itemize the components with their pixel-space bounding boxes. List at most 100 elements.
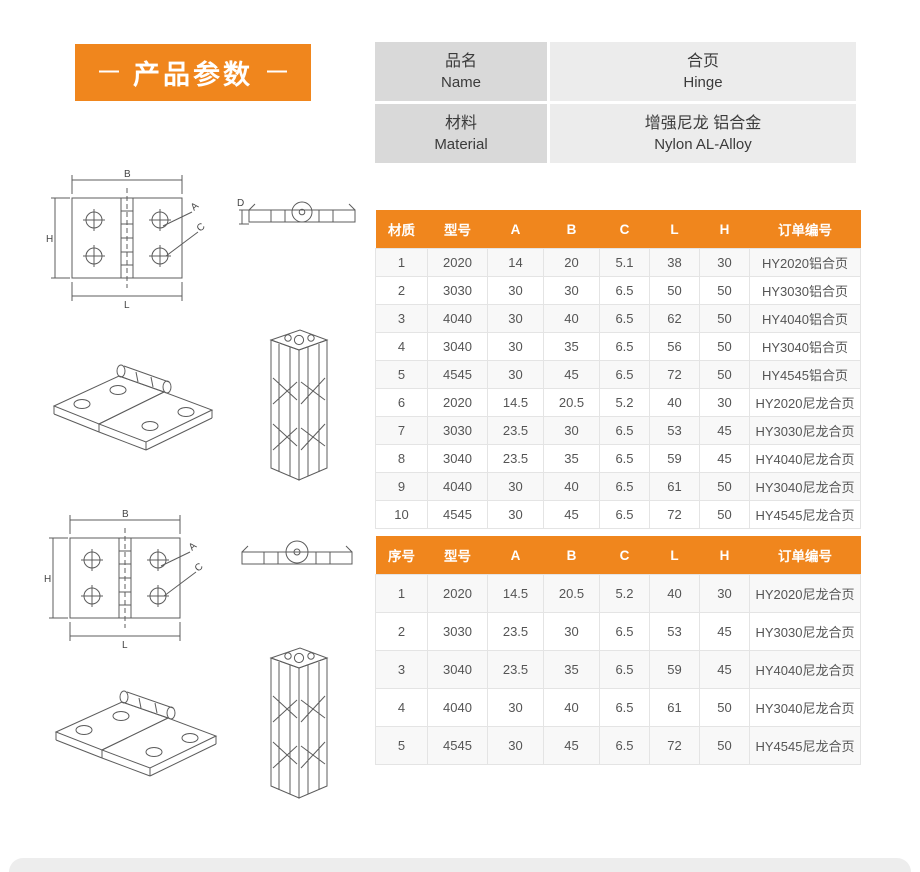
table-cell: 3040: [427, 444, 488, 473]
title-dash-left: —: [99, 60, 119, 82]
table-cell: 61: [649, 472, 700, 501]
table-cell: 6: [375, 388, 428, 417]
hinge-front-view-drawing-bottom: B H A C L: [40, 506, 220, 651]
table-cell: HY4040铝合页: [749, 304, 861, 333]
aluminium-profile-drawing-bottom: [243, 638, 348, 823]
table-cell: 14: [487, 248, 544, 277]
table-cell: 23.5: [487, 612, 544, 651]
table-cell: 40: [543, 304, 600, 333]
table-cell: 72: [649, 360, 700, 389]
table-cell: 30: [487, 688, 544, 727]
table-cell: 62: [649, 304, 700, 333]
dim-label-b: B: [124, 169, 131, 180]
table-cell: 5: [375, 726, 428, 765]
table-cell: 6.5: [599, 444, 650, 473]
hinge-side-view-drawing-top: D: [237, 190, 367, 238]
table-cell: 30: [699, 248, 750, 277]
column-header: 型号: [427, 210, 488, 249]
dim-label-l: L: [122, 640, 128, 651]
column-header: 型号: [427, 536, 488, 575]
table-cell: 45: [543, 726, 600, 765]
table-cell: 6.5: [599, 276, 650, 305]
table-cell: HY4040尼龙合页: [749, 650, 861, 689]
table-cell: 2: [375, 612, 428, 651]
table-cell: 45: [543, 360, 600, 389]
table-cell: 9: [375, 472, 428, 501]
hinge-side-view-svg: [241, 540, 353, 565]
table-cell: 72: [649, 500, 700, 529]
table-cell: 6.5: [599, 500, 650, 529]
table-cell: 40: [649, 574, 700, 613]
table-cell: 59: [649, 650, 700, 689]
table-cell: 6.5: [599, 472, 650, 501]
table-cell: 30: [487, 726, 544, 765]
table-cell: 4040: [427, 304, 488, 333]
column-header: L: [649, 536, 700, 575]
hinge-side-view-svg: D: [237, 198, 356, 225]
column-header: 材质: [375, 210, 428, 249]
table-cell: 6.5: [599, 726, 650, 765]
dim-label-h: H: [44, 574, 51, 585]
info-label-material-zh: 材料: [444, 114, 477, 132]
hinge-3d-svg: [54, 690, 218, 777]
table-cell: HY3040尼龙合页: [749, 472, 861, 501]
table-cell: 45: [699, 650, 750, 689]
table-cell: 45: [699, 444, 750, 473]
table-cell: 23.5: [487, 444, 544, 473]
info-value-material-zh: 增强尼龙 铝合金: [644, 114, 762, 132]
column-header: A: [487, 210, 544, 249]
next-section-edge: [9, 858, 911, 872]
info-value-name-zh: 合页: [686, 52, 719, 70]
table-cell: 10: [375, 500, 428, 529]
table-cell: 35: [543, 650, 600, 689]
table-cell: 40: [543, 688, 600, 727]
table-cell: 4040: [427, 688, 488, 727]
table-cell: 30: [487, 304, 544, 333]
table-cell: 53: [649, 612, 700, 651]
table-cell: 4545: [427, 726, 488, 765]
section-title-badge: — 产品参数 —: [75, 44, 311, 101]
table-cell: 23.5: [487, 650, 544, 689]
column-header: 订单编号: [749, 536, 861, 575]
table-cell: 2: [375, 276, 428, 305]
info-label-name-zh: 品名: [444, 52, 477, 70]
table-cell: 14.5: [487, 388, 544, 417]
table-cell: 40: [649, 388, 700, 417]
table-cell: 4: [375, 332, 428, 361]
hinge-3d-drawing-top: [34, 328, 239, 478]
table-cell: 53: [649, 416, 700, 445]
table-cell: 30: [487, 332, 544, 361]
info-label-material-en: Material: [434, 135, 488, 153]
table-cell: 20: [543, 248, 600, 277]
table-cell: 59: [649, 444, 700, 473]
table-cell: 3040: [427, 332, 488, 361]
hinge-front-view-svg: B H A C: [46, 169, 207, 311]
table-cell: 3030: [427, 416, 488, 445]
table-cell: 3: [375, 650, 428, 689]
table-cell: HY2020尼龙合页: [749, 388, 861, 417]
info-value-name-en: Hinge: [683, 73, 723, 91]
title-dash-right: —: [267, 60, 287, 82]
dim-label-l: L: [124, 300, 130, 311]
column-header: L: [649, 210, 700, 249]
table-cell: 4040: [427, 472, 488, 501]
column-header: H: [699, 210, 750, 249]
table-cell: 20.5: [543, 574, 600, 613]
table-cell: HY4545尼龙合页: [749, 500, 861, 529]
dim-label-b: B: [122, 509, 129, 520]
table-cell: 45: [699, 416, 750, 445]
table-cell: 50: [699, 472, 750, 501]
page-title: 产品参数: [133, 60, 253, 90]
table-cell: 3030: [427, 276, 488, 305]
column-header: A: [487, 536, 544, 575]
